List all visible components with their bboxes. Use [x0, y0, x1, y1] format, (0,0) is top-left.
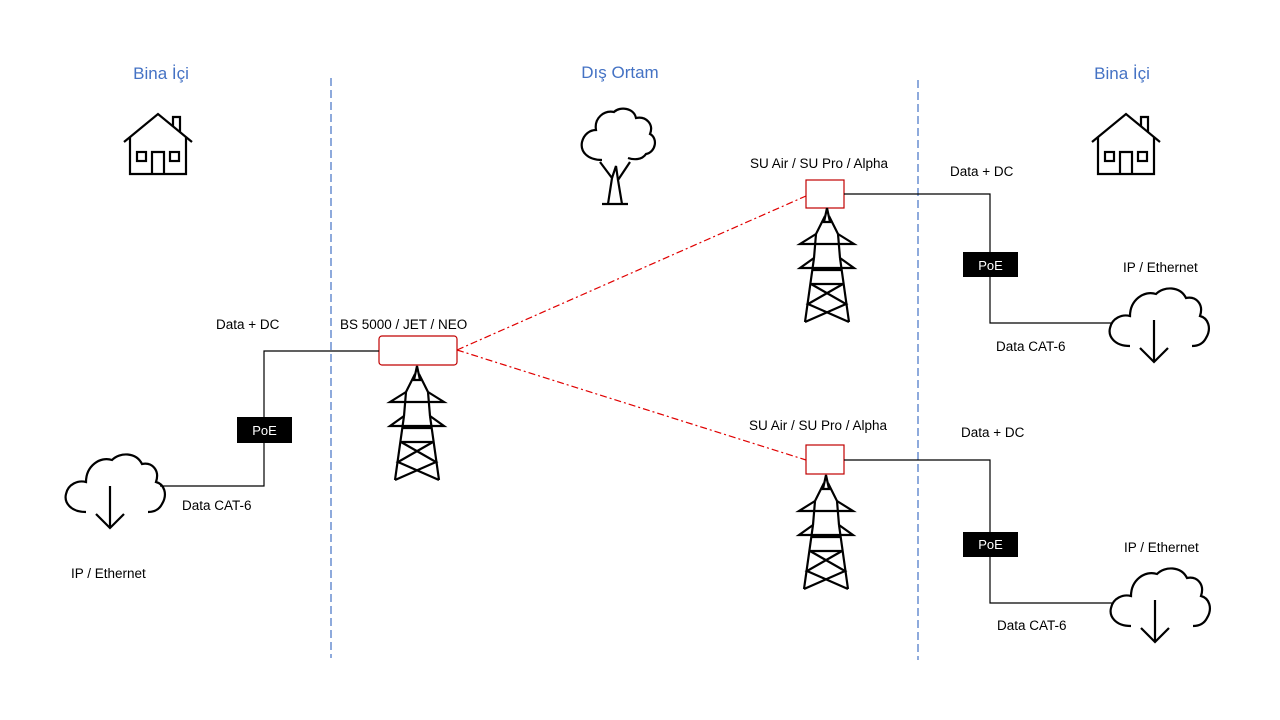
tree-icon	[580, 107, 657, 206]
cloud-download-icon	[1109, 567, 1211, 644]
bs-radio-box[interactable]	[378, 335, 458, 366]
bs-data-dc-label: Data + DC	[216, 317, 280, 332]
bs-network-label: IP / Ethernet	[71, 566, 146, 581]
tower-icon	[388, 364, 446, 482]
su-bottom-radio-box[interactable]	[805, 444, 845, 475]
cloud-download-icon	[1108, 287, 1210, 364]
zone-title-right: Bina İçi	[1094, 64, 1150, 83]
su-top-radio-box[interactable]	[805, 179, 845, 209]
su-bottom-network-label: IP / Ethernet	[1124, 540, 1199, 555]
su-bottom-link-line	[844, 459, 991, 532]
su-bottom-poe-label: PoE	[978, 537, 1003, 552]
wireless-link-top	[456, 195, 807, 351]
su-top-network-label: IP / Ethernet	[1123, 260, 1198, 275]
house-icon	[122, 112, 194, 176]
bs-device-label: BS 5000 / JET / NEO	[340, 317, 467, 332]
cloud-download-icon	[64, 453, 166, 530]
su-top-data-dc-label: Data + DC	[950, 164, 1014, 179]
su-top-cable-label: Data CAT-6	[996, 339, 1066, 354]
tower-icon	[797, 473, 855, 591]
su-bottom-cable-label: Data CAT-6	[997, 618, 1067, 633]
su-bottom-data-dc-label: Data + DC	[961, 425, 1025, 440]
su-top-device-label: SU Air / SU Pro / Alpha	[750, 156, 889, 171]
su-bottom-poe-box	[963, 532, 1018, 557]
su-bottom-cable-line	[989, 557, 1112, 604]
su-top-poe-label: PoE	[978, 258, 1003, 273]
bs-poe-label: PoE	[252, 423, 277, 438]
su-top-poe-box	[963, 252, 1018, 277]
su-top-link-line	[844, 193, 991, 252]
bs-cable-label: Data CAT-6	[182, 498, 252, 513]
su-top-cable-line	[989, 277, 1112, 324]
zone-title-middle: Dış Ortam	[581, 63, 658, 82]
su-bottom-device-label: SU Air / SU Pro / Alpha	[749, 418, 888, 433]
bs-link-line	[263, 350, 379, 417]
bs-poe-box	[237, 417, 292, 443]
tower-icon	[798, 206, 856, 324]
bs-cable-line	[160, 443, 265, 487]
zone-title-left: Bina İçi	[133, 64, 189, 83]
wireless-link-bottom	[456, 349, 807, 461]
house-icon	[1090, 112, 1162, 176]
